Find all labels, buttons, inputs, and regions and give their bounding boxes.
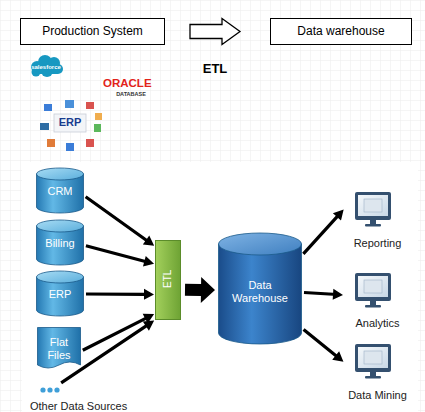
- node-label: Analytics: [340, 317, 415, 330]
- monitor-screen: [358, 195, 388, 216]
- box-outline: [21, 19, 165, 45]
- monitor-stand: [370, 301, 376, 305]
- node-label: ETL: [162, 239, 174, 319]
- output-arrow: [304, 289, 343, 300]
- logo-text: ERP: [55, 117, 85, 128]
- source-arrow: [86, 244, 155, 266]
- erp-icon: [65, 100, 74, 108]
- monitor-base: [365, 305, 381, 308]
- node-label: Data warehouse: [270, 25, 412, 39]
- output-monitor: Data Mining: [345, 342, 410, 402]
- erp-icon: [86, 102, 94, 109]
- node-label: CRM: [36, 185, 84, 198]
- monitor-base: [365, 224, 381, 227]
- ellipsis-dot: [47, 387, 52, 392]
- monitor-frame: [355, 192, 391, 220]
- monitor-frame: [355, 273, 391, 301]
- ellipsis-dot: [54, 387, 59, 392]
- node-label: Other Data Sources: [30, 400, 140, 412]
- etl-block-arrow: [190, 19, 240, 45]
- source-arrow: [82, 314, 154, 352]
- monitor-stand: [370, 220, 376, 224]
- node-label: Production System: [20, 25, 165, 39]
- erp-icon: [94, 124, 101, 132]
- cylinder-top: [219, 233, 302, 255]
- box-outline: [271, 19, 412, 45]
- screen-window: [364, 199, 382, 212]
- node-label: ERP: [36, 288, 84, 301]
- file-document: Flat Files: [37, 327, 81, 371]
- monitor-screen: [358, 347, 388, 368]
- node-label: Flat Files: [37, 336, 81, 361]
- monitor-screen: [358, 276, 388, 297]
- etl-block: ETL: [155, 240, 181, 320]
- source-arrow: [85, 195, 154, 245]
- erp-icon: [40, 123, 49, 130]
- erp-icon: [95, 113, 102, 120]
- monitor-base: [365, 376, 381, 379]
- output-monitor: Analytics: [345, 271, 410, 331]
- load-arrow: [185, 277, 215, 303]
- node-label: Billing: [36, 237, 84, 250]
- cylinder-top: [37, 220, 84, 232]
- output-arrow: [303, 328, 344, 362]
- database-cylinder: CRM: [36, 168, 84, 214]
- image-panel: [22, 162, 418, 412]
- document-shape: [38, 328, 81, 369]
- warehouse-cylinder: Data Warehouse: [218, 233, 302, 345]
- node-label: Data Mining: [340, 389, 415, 402]
- node-label: Data Warehouse: [225, 279, 295, 304]
- erp-icon: [54, 114, 86, 132]
- source-arrow: [60, 321, 154, 385]
- cylinder-top: [37, 271, 84, 283]
- node-label: Reporting: [340, 237, 415, 250]
- edge-label: ETL: [175, 62, 255, 76]
- logo-text: ORACLE: [103, 78, 149, 90]
- erp-icon-cluster: [40, 100, 102, 151]
- output-arrow: [302, 209, 343, 255]
- more-sources: Other Data Sources: [25, 384, 140, 412]
- logo-text: salesforce: [29, 64, 63, 70]
- output-monitor: Reporting: [345, 190, 410, 250]
- erp-icon: [66, 143, 74, 151]
- source-arrow: [86, 289, 154, 300]
- ellipsis-dot: [40, 387, 45, 392]
- erp-icon: [47, 139, 55, 147]
- database-cylinder: Billing: [36, 220, 84, 266]
- screen-window: [364, 351, 382, 364]
- monitor-frame: [355, 344, 391, 372]
- system-box: Production System: [20, 18, 165, 45]
- system-box: Data warehouse: [270, 18, 412, 45]
- logo-text: DATABASE: [116, 92, 146, 98]
- screen-window: [364, 280, 382, 293]
- cylinder-top: [37, 168, 84, 180]
- cylinder-body: [219, 244, 302, 344]
- erp-icon: [86, 139, 94, 147]
- database-cylinder: ERP: [36, 271, 84, 317]
- erp-icon: [44, 104, 52, 111]
- monitor-stand: [370, 372, 376, 376]
